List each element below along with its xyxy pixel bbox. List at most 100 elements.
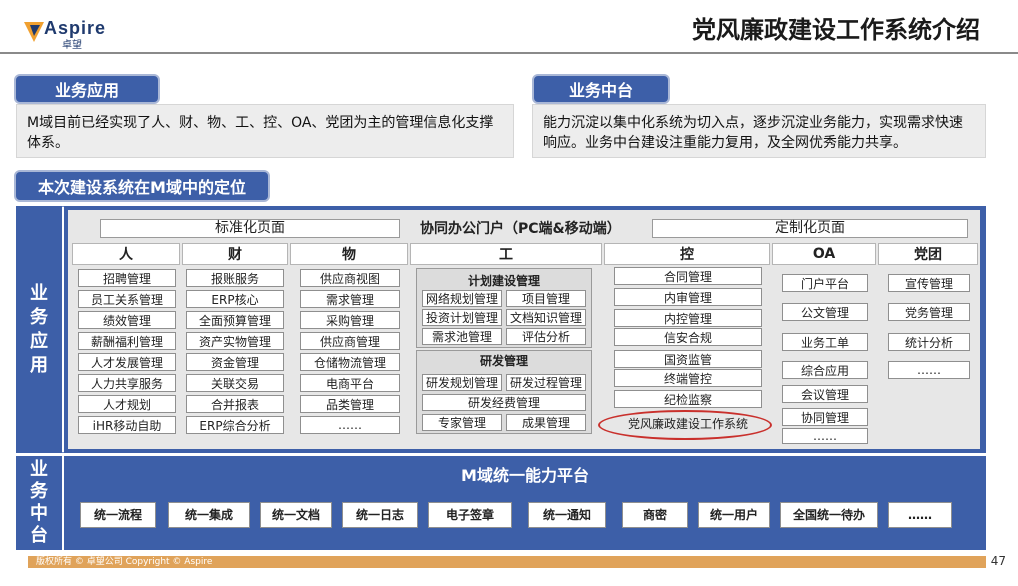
aspire-logo-icon (24, 22, 44, 42)
side-char: 台 (30, 525, 48, 546)
module-supplier-management[interactable]: 供应商管理 (300, 332, 400, 350)
module-ihr-mobile[interactable]: iHR移动自助 (78, 416, 176, 434)
brand-name: Aspire (44, 18, 107, 38)
module-terminal-control[interactable]: 终端管控 (614, 369, 762, 387)
module-rd-process[interactable]: 研发过程管理 (506, 374, 586, 391)
module-collaboration[interactable]: 协同管理 (782, 408, 868, 426)
module-warehouse-logistics[interactable]: 仓储物流管理 (300, 353, 400, 371)
capability-unified-integration[interactable]: 统一集成 (168, 502, 250, 528)
module-demand[interactable]: 需求管理 (300, 290, 400, 308)
copyright-text: 版权所有 © 卓望公司 Copyright © Aspire (36, 557, 213, 567)
module-network-planning[interactable]: 网络规划管理 (422, 290, 502, 307)
side-char: 业 (30, 459, 48, 480)
module-category[interactable]: 品类管理 (300, 395, 400, 413)
module-performance[interactable]: 绩效管理 (78, 311, 176, 329)
module-portal-platform[interactable]: 门户平台 (782, 274, 868, 292)
module-expense-service[interactable]: 报账服务 (186, 269, 284, 287)
module-ecommerce[interactable]: 电商平台 (300, 374, 400, 392)
module-achievements[interactable]: 成果管理 (506, 414, 586, 431)
business-app-desc: M域目前已经实现了人、财、物、工、控、OA、党团为主的管理信息化支撑体系。 (16, 104, 514, 158)
module-internal-audit[interactable]: 内审管理 (614, 288, 762, 306)
platform-title: M域统一能力平台 (461, 466, 589, 485)
module-compensation[interactable]: 薪酬福利管理 (78, 332, 176, 350)
platform-side-label: 业 务 中 台 (16, 456, 62, 550)
column-header-kong: 控 (604, 243, 770, 265)
page-number: 47 (990, 554, 1006, 568)
module-official-document[interactable]: 公文管理 (782, 303, 868, 321)
module-recruitment[interactable]: 招聘管理 (78, 269, 176, 287)
capability-commercial-crypto[interactable]: 商密 (622, 502, 688, 528)
portal-title: 协同办公门户（PC端&移动端） (420, 221, 621, 237)
column-header-gong: 工 (410, 243, 602, 265)
column-header-wu: 物 (290, 243, 408, 265)
side-char: 务 (30, 481, 48, 502)
module-asset[interactable]: 资产实物管理 (186, 332, 284, 350)
business-middle-desc: 能力沉淀以集中化系统为切入点，逐步沉淀业务能力，实现需求快速响应。业务中台建设注… (532, 104, 986, 158)
plan-construction-title: 计划建设管理 (467, 274, 540, 288)
column-header-oa: OA (772, 243, 876, 265)
rd-title: 研发管理 (479, 354, 528, 368)
capability-e-signature[interactable]: 电子签章 (428, 502, 512, 528)
module-related-transaction[interactable]: 关联交易 (186, 374, 284, 392)
module-employee-relations[interactable]: 员工关系管理 (78, 290, 176, 308)
page-title: 党风廉政建设工作系统介绍 (692, 16, 980, 44)
module-rd-funding[interactable]: 研发经费管理 (422, 394, 586, 411)
capability-unified-log[interactable]: 统一日志 (342, 502, 418, 528)
side-char: 业 (30, 282, 48, 304)
module-work-order[interactable]: 业务工单 (782, 333, 868, 351)
module-project[interactable]: 项目管理 (506, 290, 586, 307)
module-evaluation[interactable]: 评估分析 (506, 328, 586, 345)
module-integrated-app[interactable]: 综合应用 (782, 361, 868, 379)
module-rd-planning[interactable]: 研发规划管理 (422, 374, 502, 391)
capability-national-todo[interactable]: 全国统一待办 (780, 502, 878, 528)
capability-unified-process[interactable]: 统一流程 (80, 502, 156, 528)
business-app-pill: 业务应用 (14, 74, 160, 104)
module-security-compliance[interactable]: 信安合规 (614, 328, 762, 346)
module-fund[interactable]: 资金管理 (186, 353, 284, 371)
title-divider (0, 52, 1018, 54)
highlight-ring (598, 410, 772, 440)
side-char: 应 (30, 330, 48, 352)
app-side-label: 业 务 应 用 (16, 206, 62, 453)
module-demand-pool[interactable]: 需求池管理 (422, 328, 502, 345)
module-supplier-view[interactable]: 供应商视图 (300, 269, 400, 287)
module-procurement[interactable]: 采购管理 (300, 311, 400, 329)
custom-page-label: 定制化页面 (652, 219, 968, 238)
module-talent-planning[interactable]: 人才规划 (78, 395, 176, 413)
module-party-affairs[interactable]: 党务管理 (888, 303, 970, 321)
module-meeting[interactable]: 会议管理 (782, 385, 868, 403)
module-contract[interactable]: 合同管理 (614, 267, 762, 285)
module-erp-analysis[interactable]: ERP综合分析 (186, 416, 284, 434)
module-expert[interactable]: 专家管理 (422, 414, 502, 431)
module-talent-development[interactable]: 人才发展管理 (78, 353, 176, 371)
brand-subtitle: 卓望 (62, 40, 82, 51)
capability-more[interactable]: …… (888, 502, 952, 528)
module-statistics[interactable]: 统计分析 (888, 333, 970, 351)
module-internal-control[interactable]: 内控管理 (614, 309, 762, 327)
module-more-wu[interactable]: …… (300, 416, 400, 434)
module-investment-plan[interactable]: 投资计划管理 (422, 309, 502, 326)
module-document-knowledge[interactable]: 文档知识管理 (506, 309, 586, 326)
module-budget[interactable]: 全面预算管理 (186, 311, 284, 329)
business-middle-pill: 业务中台 (532, 74, 670, 104)
module-consolidated-report[interactable]: 合并报表 (186, 395, 284, 413)
column-header-dang: 党团 (878, 243, 978, 265)
capability-unified-document[interactable]: 统一文档 (260, 502, 332, 528)
capability-unified-notice[interactable]: 统一通知 (528, 502, 606, 528)
module-publicity[interactable]: 宣传管理 (888, 274, 970, 292)
column-header-cai: 财 (182, 243, 288, 265)
footer-bar (28, 556, 986, 568)
side-char: 务 (30, 306, 48, 328)
side-char: 中 (30, 503, 48, 524)
module-erp-core[interactable]: ERP核心 (186, 290, 284, 308)
positioning-pill: 本次建设系统在M域中的定位 (14, 170, 270, 202)
module-state-asset-supervision[interactable]: 国资监管 (614, 350, 762, 368)
module-more-oa[interactable]: …… (782, 428, 868, 444)
column-header-ren: 人 (72, 243, 180, 265)
module-more-dang[interactable]: …… (888, 361, 970, 379)
standard-page-label: 标准化页面 (100, 219, 400, 238)
capability-unified-user[interactable]: 统一用户 (698, 502, 770, 528)
module-hr-shared-service[interactable]: 人力共享服务 (78, 374, 176, 392)
module-discipline-inspection[interactable]: 纪检监察 (614, 390, 762, 408)
side-char: 用 (30, 354, 48, 376)
